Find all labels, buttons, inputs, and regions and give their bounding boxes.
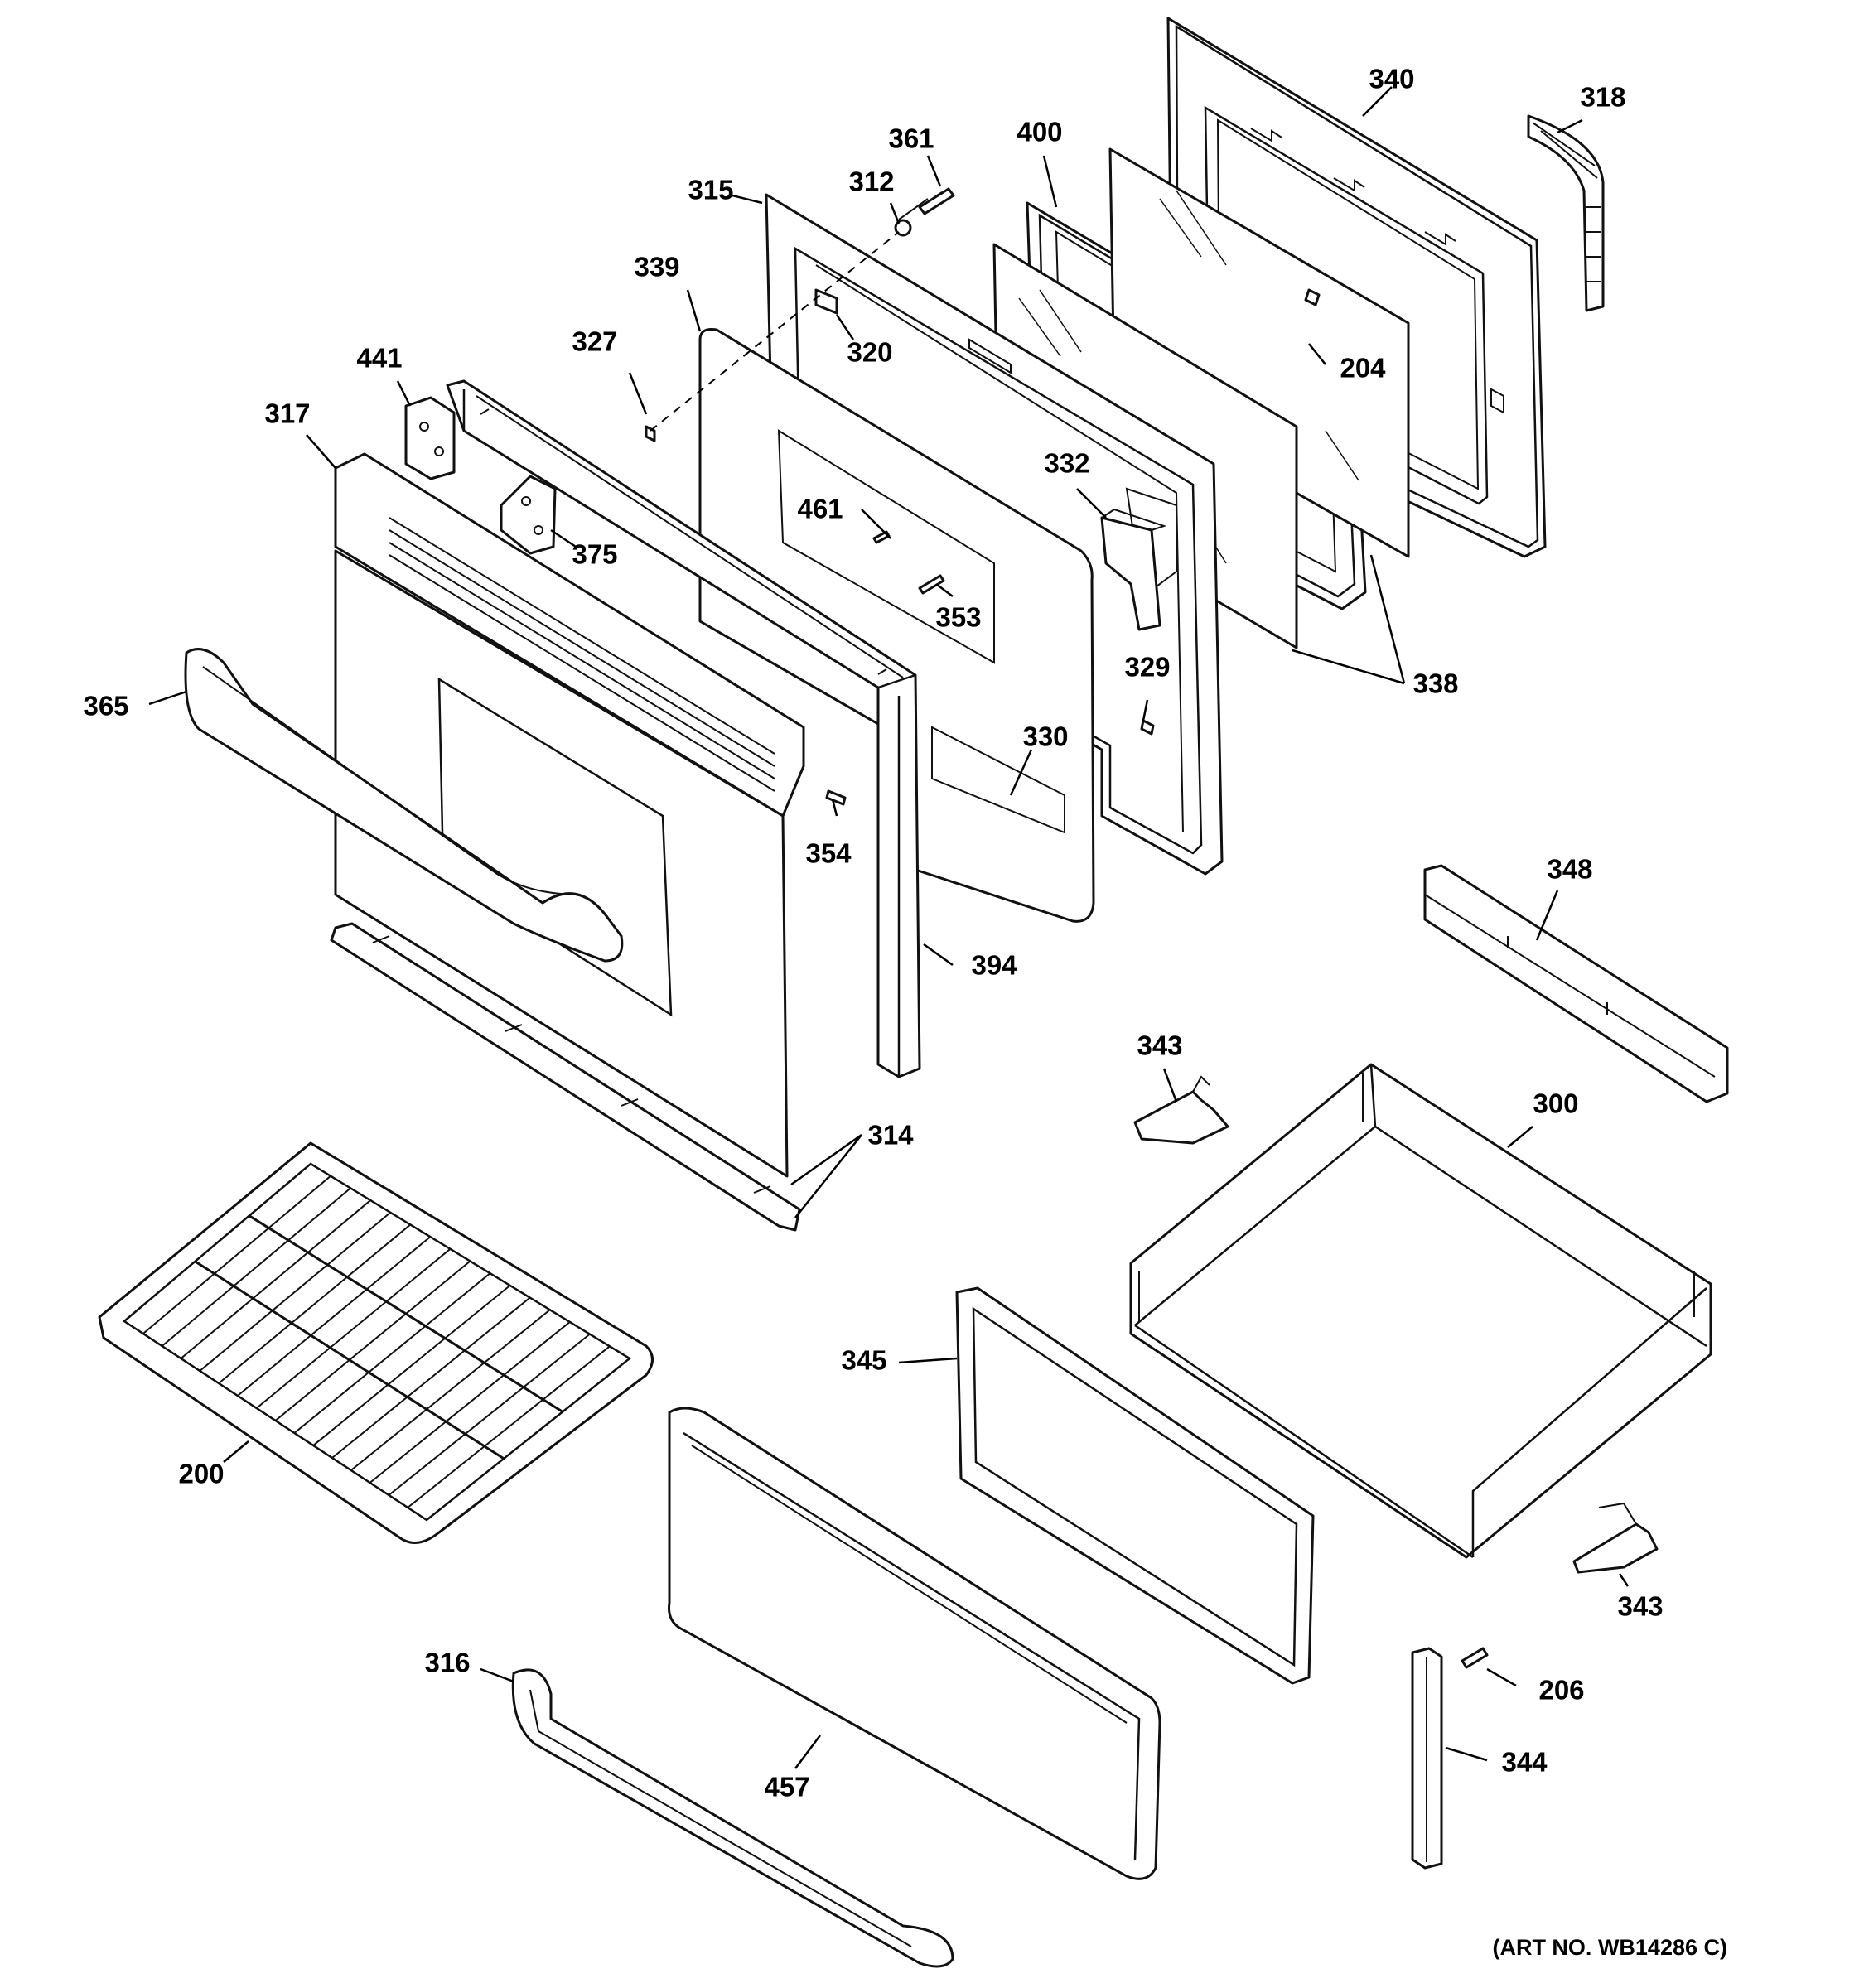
rack-crossbar	[248, 1214, 563, 1413]
callout-327: 327	[572, 326, 617, 357]
art-number: (ART NO. WB14286 C)	[1492, 1935, 1727, 1960]
part-343-drawer-glide-bottom	[1572, 1502, 1659, 1574]
callout-317: 317	[264, 398, 310, 429]
rack-wire	[312, 1285, 511, 1446]
rack-wire	[350, 1309, 551, 1471]
part-441-hinge	[404, 396, 456, 480]
part-343-drawer-glide-top	[1133, 1075, 1229, 1145]
callout-338: 338	[1412, 668, 1458, 699]
callout-441: 441	[356, 343, 402, 374]
part-317-vent-trim	[334, 452, 805, 818]
callout-300: 300	[1533, 1088, 1578, 1119]
part-314-bottom-trim	[330, 922, 801, 1232]
rack-wire	[274, 1260, 471, 1421]
callout-343-top: 343	[1137, 1030, 1182, 1061]
leader-lines	[148, 86, 1630, 1769]
callout-345: 345	[841, 1345, 886, 1376]
callout-314: 314	[867, 1120, 914, 1151]
part-317-394-door-outer-frame	[446, 379, 921, 1078]
rack-wire	[407, 1345, 611, 1508]
rack-wire	[369, 1321, 571, 1484]
rack-wire	[237, 1236, 432, 1397]
rack-wire	[388, 1333, 591, 1496]
rack-wire	[218, 1223, 411, 1384]
callout-457: 457	[764, 1772, 809, 1802]
callout-200: 200	[178, 1459, 224, 1489]
part-300-drawer-box	[1129, 1063, 1712, 1559]
part-332-door-bracket	[1100, 508, 1167, 631]
callout-394: 394	[971, 950, 1017, 981]
rack-crossbar	[194, 1260, 505, 1460]
part-316-drawer-handle	[511, 1668, 954, 1968]
callout-labels: 340 318 361 400 312 315 339 320 204 327 …	[83, 64, 1663, 1802]
rack-wire	[142, 1175, 331, 1334]
callout-361: 361	[888, 123, 934, 154]
fasteners	[645, 187, 1489, 1669]
callout-400: 400	[1017, 117, 1062, 147]
rack-wire	[331, 1296, 531, 1459]
rack-wire	[180, 1199, 371, 1359]
callout-353: 353	[935, 602, 981, 633]
callout-318: 318	[1580, 82, 1625, 113]
callout-312: 312	[848, 166, 894, 197]
part-344-drawer-side-rail	[1411, 1647, 1443, 1870]
part-375-hinge-bracket	[500, 475, 557, 555]
callout-206: 206	[1538, 1675, 1584, 1706]
callout-339: 339	[634, 252, 679, 282]
callout-204: 204	[1340, 353, 1386, 384]
callout-330: 330	[1022, 721, 1068, 752]
part-200-oven-rack	[98, 1141, 654, 1544]
rack-wire	[199, 1211, 391, 1372]
rack-wire	[161, 1187, 351, 1347]
callout-329: 329	[1124, 652, 1170, 683]
callout-343-bottom: 343	[1617, 1591, 1663, 1622]
part-318-door-gasket	[1527, 114, 1605, 312]
part-457-drawer-front	[668, 1407, 1161, 1880]
rack-wire	[293, 1272, 491, 1434]
callout-320: 320	[847, 337, 892, 368]
callout-365: 365	[83, 691, 128, 721]
part-348-drawer-rail	[1423, 864, 1729, 1103]
callout-375: 375	[572, 539, 617, 570]
callout-332: 332	[1044, 448, 1089, 479]
callout-461: 461	[797, 494, 843, 524]
callout-348: 348	[1547, 854, 1592, 885]
callout-354: 354	[805, 838, 852, 869]
part-339-door-insulation	[698, 328, 1095, 923]
callout-315: 315	[688, 175, 733, 205]
callout-316: 316	[424, 1648, 470, 1678]
callout-340: 340	[1369, 64, 1414, 94]
part-365-door-handle	[184, 648, 624, 963]
callout-344: 344	[1501, 1747, 1548, 1778]
rack-wire	[256, 1248, 452, 1409]
part-345-drawer-panel	[955, 1286, 1315, 1685]
